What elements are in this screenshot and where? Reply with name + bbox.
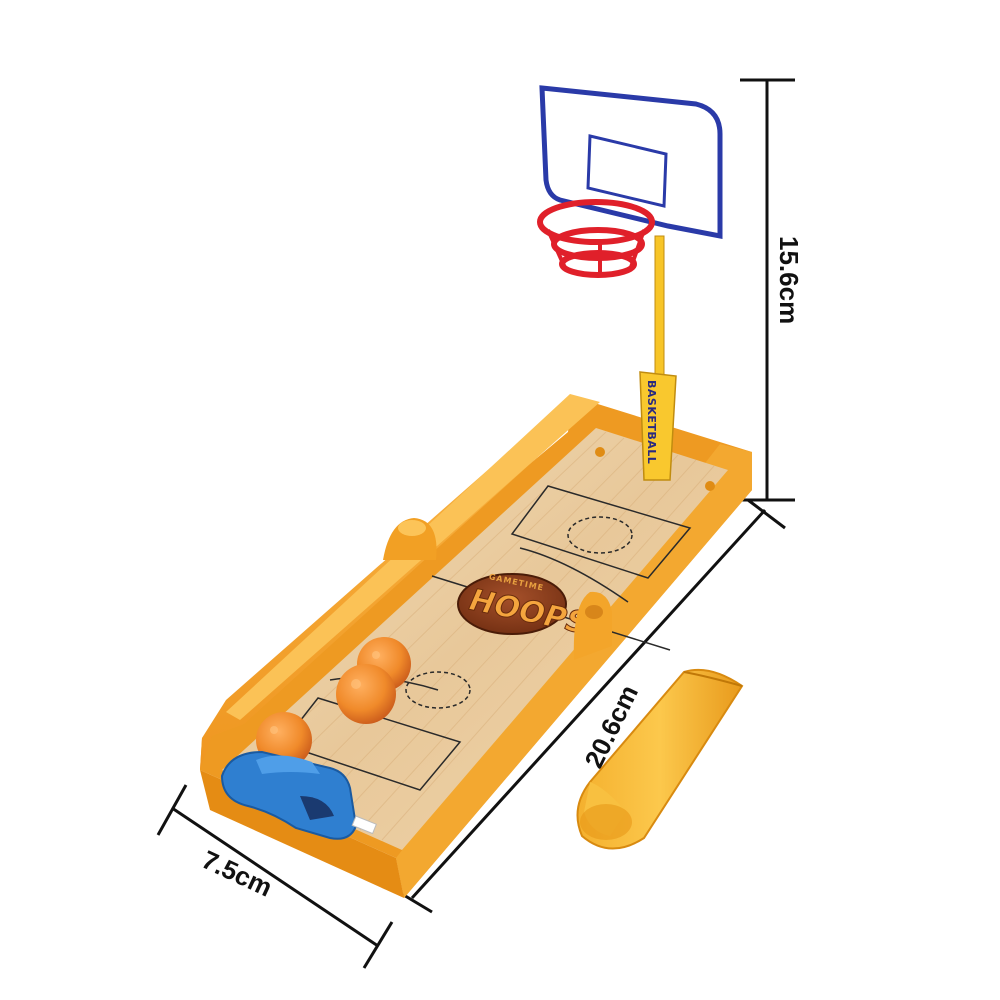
- basket-pole: BASKETBALL: [639, 235, 677, 481]
- ball-2: [336, 664, 396, 724]
- ball-return-chute: [576, 668, 744, 850]
- wooden-floor: [222, 428, 728, 850]
- dimension-width-line: [156, 784, 394, 969]
- hoop: [537, 199, 655, 278]
- ball-launcher: [220, 750, 377, 840]
- dimension-height-label: 15.6cm: [774, 236, 804, 324]
- backboard: [539, 85, 723, 240]
- side-bumper-right: [573, 591, 612, 660]
- pole-label: BASKETBALL: [645, 380, 658, 464]
- side-bumper-left: [383, 518, 437, 560]
